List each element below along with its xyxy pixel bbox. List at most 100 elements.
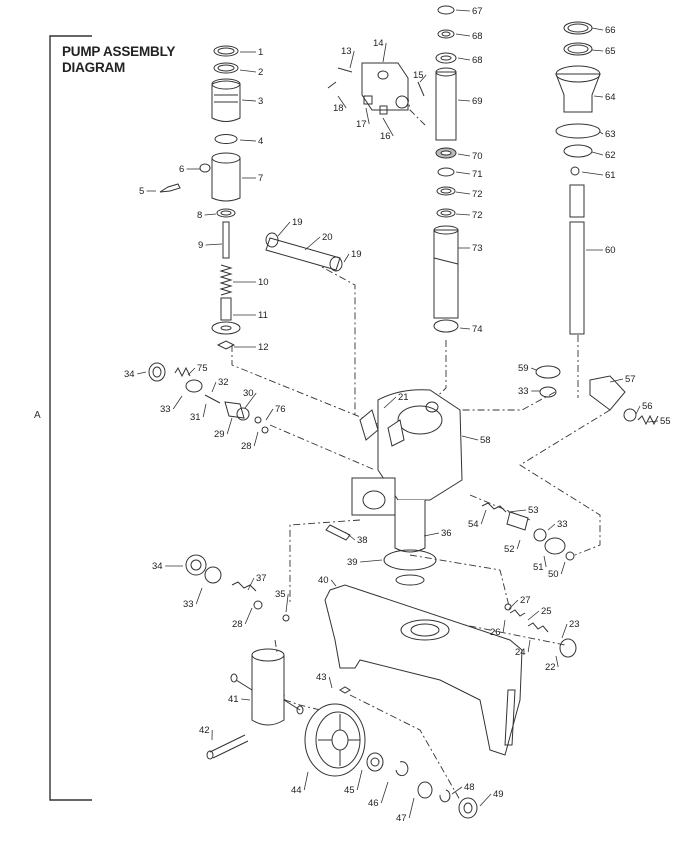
leader-line — [304, 236, 321, 251]
part-label: 51 — [533, 562, 544, 573]
part-callout: 41 — [228, 694, 251, 705]
part-callout: 6 — [179, 164, 200, 175]
part-callout: 44 — [291, 771, 309, 796]
leader-line — [455, 171, 471, 175]
part-callout: 45 — [344, 769, 363, 796]
part-label: 4 — [258, 136, 263, 147]
part-label: 5 — [139, 186, 144, 197]
part-label: 43 — [316, 672, 327, 683]
part-label: 62 — [605, 150, 616, 161]
leader-line — [547, 523, 556, 531]
part-label: 59 — [518, 363, 529, 374]
leader-line — [459, 327, 471, 330]
part-callout: 17 — [356, 107, 370, 130]
part-label: 70 — [472, 151, 483, 162]
part-label: 72 — [472, 210, 483, 221]
part-callout: 23 — [561, 619, 580, 639]
part-callout: 3 — [241, 96, 263, 107]
part-callout: 54 — [468, 509, 487, 530]
part-label: 55 — [660, 416, 671, 427]
part-label: 10 — [258, 277, 269, 288]
part-callout: 40 — [318, 575, 337, 587]
part-callout: 16 — [380, 117, 394, 142]
leader-line — [423, 532, 440, 537]
leader-line — [455, 191, 471, 195]
part-label: 29 — [214, 429, 225, 440]
part-callout: 34 — [124, 369, 147, 380]
part-label: 8 — [197, 210, 202, 221]
part-callout: 37 — [247, 573, 267, 591]
leader-line — [609, 378, 624, 383]
part-label: 50 — [548, 569, 559, 580]
part-callout: 14 — [373, 38, 387, 63]
leader-line — [383, 396, 397, 409]
leader-line — [591, 151, 604, 156]
section-bracket — [49, 35, 92, 801]
leader-line — [343, 253, 350, 263]
part-label: 3 — [258, 96, 263, 107]
leader-line — [408, 797, 415, 819]
leader-line — [451, 786, 463, 795]
leader-line — [560, 561, 566, 575]
left-column-parts — [159, 45, 241, 350]
part-callout: 75 — [187, 363, 208, 376]
part-callout: 31 — [190, 403, 207, 423]
leader-line — [507, 509, 527, 513]
part-label: 13 — [341, 46, 352, 57]
part-callout: 21 — [383, 392, 409, 409]
part-label: 2 — [258, 67, 263, 78]
part-label: 47 — [396, 813, 407, 824]
part-callout: 11 — [233, 310, 268, 321]
part-label: 28 — [241, 441, 252, 452]
part-label: 37 — [256, 573, 267, 584]
part-callout: 53 — [507, 505, 539, 516]
leader-line — [382, 42, 387, 63]
part-label: 21 — [398, 392, 409, 403]
part-callout: 71 — [455, 169, 483, 180]
leader-line — [581, 171, 604, 176]
leader-line — [349, 50, 355, 69]
center-column-parts — [433, 5, 459, 333]
leader-line — [247, 577, 255, 591]
leader-line — [555, 655, 559, 668]
leader-line — [531, 367, 537, 371]
part-callout: 22 — [545, 655, 559, 673]
part-label: 22 — [545, 662, 556, 673]
part-label: 32 — [218, 377, 229, 388]
part-callout: 30 — [243, 388, 257, 409]
leader-line — [591, 49, 604, 52]
part-label: 74 — [472, 324, 483, 335]
part-callout: 51 — [533, 555, 547, 573]
part-label: 35 — [275, 589, 286, 600]
part-label: 64 — [605, 92, 616, 103]
part-label: 53 — [528, 505, 539, 516]
part-label: 72 — [472, 189, 483, 200]
part-label: 33 — [557, 519, 568, 530]
part-callout: 68 — [457, 55, 483, 66]
part-callout: 29 — [214, 417, 233, 440]
part-label: 46 — [368, 798, 379, 809]
pump-body-parts — [351, 389, 463, 586]
part-callout: 35 — [275, 589, 289, 613]
part-label: 57 — [625, 374, 636, 385]
part-callout: 70 — [457, 151, 483, 162]
part-callout: 68 — [455, 31, 483, 42]
part-label: 6 — [179, 164, 184, 175]
leader-line — [461, 435, 479, 441]
part-callout: 46 — [368, 781, 389, 809]
part-callout: 9 — [198, 240, 223, 251]
part-label: 56 — [642, 401, 653, 412]
part-label: 1 — [258, 47, 263, 58]
leader-line — [543, 555, 547, 568]
part-callout: 61 — [581, 170, 616, 181]
leader-line — [480, 509, 487, 525]
leader-line — [226, 417, 233, 435]
right-fittings — [481, 365, 659, 658]
part-callout: 1 — [240, 47, 263, 58]
leader-line — [253, 431, 259, 447]
left-fittings — [148, 362, 351, 622]
part-callout: 73 — [458, 243, 483, 254]
leader-line — [593, 95, 604, 98]
leader-line — [380, 781, 389, 804]
